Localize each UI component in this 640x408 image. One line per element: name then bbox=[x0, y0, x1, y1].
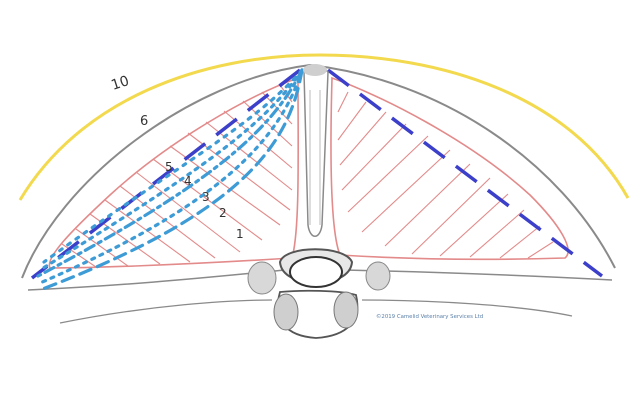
label-line-2: 2 bbox=[219, 206, 227, 220]
label-inner-ring: 6 bbox=[140, 114, 148, 129]
dotted-line-5 bbox=[42, 68, 304, 264]
spinous-process bbox=[303, 66, 329, 237]
right-navy-dashed-line bbox=[326, 68, 604, 278]
left-navy-dashed-line bbox=[30, 68, 302, 280]
label-outer-ring: 10 bbox=[109, 73, 131, 94]
label-line-4: 4 bbox=[184, 174, 192, 188]
right-muscle-fibres bbox=[337, 91, 554, 259]
dotted-line-4 bbox=[38, 68, 304, 272]
spinal-canal bbox=[289, 256, 343, 288]
label-line-1: 1 bbox=[236, 227, 244, 241]
right-muscle-outline bbox=[330, 76, 569, 261]
lower-grey-curve-4 bbox=[361, 299, 573, 317]
left-muscle-outline bbox=[48, 76, 300, 269]
label-line-5: 5 bbox=[165, 160, 173, 174]
right-transverse-process bbox=[365, 261, 391, 291]
copyright-credit: ©2019 Camelid Veterinary Services Ltd bbox=[376, 313, 483, 320]
dotted-line-3 bbox=[36, 68, 304, 278]
label-line-3: 3 bbox=[202, 190, 210, 204]
outer-yellow-arc bbox=[18, 53, 630, 201]
spine-body-lines bbox=[309, 90, 321, 225]
left-body-lobe bbox=[273, 293, 299, 331]
vertebra bbox=[247, 64, 391, 339]
dotted-line-1 bbox=[38, 68, 304, 292]
right-body-lobe bbox=[333, 291, 359, 329]
dotted-line-2 bbox=[38, 68, 304, 285]
lower-grey-curve-3 bbox=[59, 299, 273, 324]
left-transverse-process bbox=[247, 261, 277, 295]
spine-tip bbox=[303, 64, 327, 76]
blue-dotted-lines bbox=[36, 68, 304, 292]
